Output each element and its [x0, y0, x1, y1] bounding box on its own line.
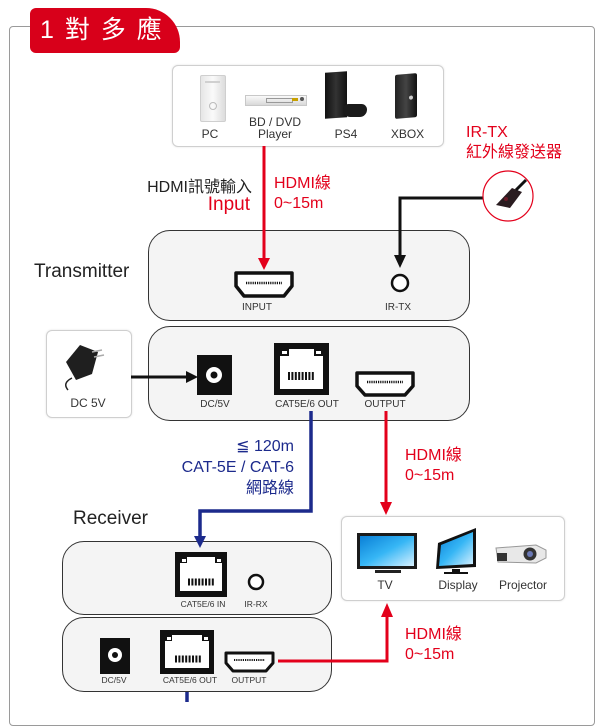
hdmi-cable-mid-line2: 0~15m: [405, 467, 455, 484]
pc-tower-icon: [200, 75, 226, 122]
transmitter-label: Transmitter: [34, 261, 130, 282]
power-adapter-icon: [65, 345, 105, 391]
power-adapter-label: DC 5V: [70, 396, 106, 410]
ir-tx-label-line2: 紅外線發送器: [466, 144, 563, 161]
receiver-cat-in-port-label: CAT5E/6 IN: [180, 599, 226, 609]
hdmi-cable-bottom-line1: HDMI線: [405, 626, 462, 643]
source-label-bd-dvd: BD / DVD Player: [235, 116, 315, 140]
cat-cable-name: 網路線: [245, 480, 294, 497]
cat-cable-type: CAT-5E / CAT-6: [181, 459, 294, 476]
hdmi-input-cable: [258, 146, 270, 270]
source-label-xbox: XBOX: [390, 127, 425, 141]
cat-cable: [185, 411, 313, 702]
hdmi-cable-top-line1: HDMI線: [274, 175, 331, 192]
rj45-port-icon: [274, 343, 329, 395]
cat-cable-length: ≦ 120m: [236, 438, 294, 455]
transmitter-input-port-label: INPUT: [242, 302, 272, 313]
transmitter-output-port-label: OUTPUT: [364, 399, 406, 410]
diagram-graphics: [65, 146, 547, 702]
input-label: Input: [207, 194, 250, 215]
receiver-ir-rx-port-label: IR-RX: [244, 599, 268, 609]
projector-icon: [495, 544, 547, 564]
rj45-port-icon: [160, 630, 214, 674]
monitor-icon: [436, 528, 476, 574]
receiver-cat-out-port-label: CAT5E/6 OUT: [162, 675, 218, 685]
hdmi-cable-mid-label: HDMI線 0~15m: [405, 446, 462, 486]
dc-power-cable: [131, 371, 198, 383]
hdmi-receiver-output-cable: [278, 603, 393, 663]
hdmi-cable-top-label: HDMI線 0~15m: [274, 174, 331, 214]
transmitter-top-panel: [148, 230, 470, 321]
transmitter-cat-out-port-label: CAT5E/6 OUT: [275, 399, 339, 410]
hdmi-cable-mid-line1: HDMI線: [405, 447, 462, 464]
hdmi-cable-bottom-label: HDMI線 0~15m: [405, 625, 462, 665]
transmitter-dc-port-label: DC/5V: [200, 399, 230, 410]
display-label-display: Display: [438, 578, 478, 592]
display-label-tv: TV: [377, 578, 393, 592]
dc-jack-icon: [197, 355, 232, 395]
ir-tx-label: IR-TX 紅外線發送器: [466, 123, 562, 163]
ir-jack-icon: [390, 273, 410, 293]
ir-jack-icon: [247, 573, 265, 591]
source-label-bd-dvd-line2: Player: [257, 127, 292, 141]
hdmi-port-icon: [234, 271, 294, 298]
rj45-port-icon: [175, 552, 227, 597]
ps4-controller-icon: [343, 104, 367, 117]
receiver-dc-port-label: DC/5V: [101, 675, 127, 685]
tv-icon: [357, 533, 417, 573]
cat-cable-label: ≦ 120m CAT-5E / CAT-6 網路線: [160, 436, 294, 499]
hdmi-port-icon: [224, 651, 275, 673]
ir-emitter-icon: [482, 170, 534, 222]
source-label-bd-dvd-line1: BD / DVD: [248, 115, 301, 129]
page-title: 1 對 多 應用: [30, 8, 180, 89]
hdmi-port-icon: [355, 371, 415, 397]
dc-jack-icon: [100, 638, 130, 674]
ir-tx-label-line1: IR-TX: [466, 124, 508, 141]
hdmi-output-cable: [380, 411, 392, 515]
receiver-label: Receiver: [73, 508, 148, 529]
transmitter-ir-tx-port-label: IR-TX: [384, 302, 412, 313]
hdmi-cable-bottom-line2: 0~15m: [405, 646, 455, 663]
ir-tx-cable: [394, 196, 490, 268]
hdmi-cable-top-line2: 0~15m: [274, 195, 324, 212]
receiver-output-port-label: OUTPUT: [231, 675, 267, 685]
source-label-pc: PC: [201, 127, 219, 141]
bd-dvd-player-icon: [245, 95, 307, 106]
source-label-ps4: PS4: [334, 127, 358, 141]
hdmi-input-label: HDMI訊號輸入: [147, 179, 252, 196]
display-label-projector: Projector: [498, 578, 548, 592]
